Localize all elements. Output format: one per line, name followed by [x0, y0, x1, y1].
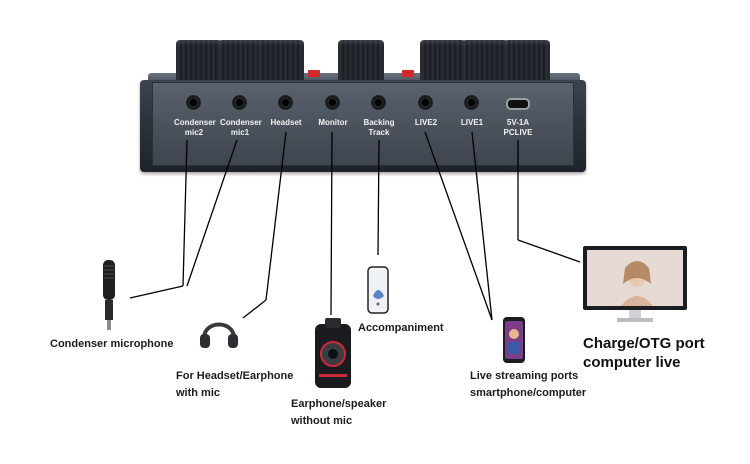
port-label-monitor: Monitor — [318, 118, 348, 127]
usb-port[interactable] — [508, 100, 528, 108]
line-headset-tail — [242, 299, 267, 319]
jack-condenser-mic1[interactable] — [233, 96, 246, 109]
line-usb-right — [517, 239, 581, 263]
red-button-left[interactable] — [308, 70, 320, 77]
port-label-headset: Headset — [270, 118, 302, 127]
label-accompaniment: Accompaniment — [358, 322, 444, 334]
knob-3[interactable] — [258, 40, 304, 80]
label-live-streaming: Live streaming ports smartphone/computer — [470, 370, 587, 399]
line-headset-down — [265, 131, 287, 301]
jack-monitor[interactable] — [326, 96, 339, 109]
port-panel — [152, 82, 574, 166]
knob-5[interactable] — [420, 40, 466, 80]
line-live2 — [424, 131, 493, 321]
headset-icon — [200, 322, 238, 348]
computer-monitor-icon — [583, 246, 687, 322]
jack-condenser-mic2[interactable] — [187, 96, 200, 109]
smartphone-icon — [367, 266, 389, 314]
condenser-microphone-icon — [103, 260, 115, 330]
line-mic-join — [129, 285, 184, 299]
line-monitor — [330, 131, 333, 316]
red-button-right[interactable] — [402, 70, 414, 77]
jack-headset[interactable] — [279, 96, 292, 109]
line-live1 — [471, 131, 493, 321]
knob-6[interactable] — [462, 40, 508, 80]
knob-7[interactable] — [504, 40, 550, 80]
live-phone-icon — [503, 317, 525, 363]
knob-2[interactable] — [218, 40, 264, 80]
knob-4[interactable] — [338, 40, 384, 80]
knob-1[interactable] — [176, 40, 222, 80]
label-charge-otg: Charge/OTG port computer live — [583, 335, 705, 371]
jack-live1[interactable] — [465, 96, 478, 109]
label-condenser-microphone: Condenser microphone — [50, 338, 174, 350]
jack-live2[interactable] — [419, 96, 432, 109]
line-backing — [377, 139, 380, 256]
port-label-live1: LIVE1 — [460, 118, 484, 127]
jack-backing-track[interactable] — [372, 96, 385, 109]
label-headset: For Headset/Earphone with mic — [176, 370, 294, 399]
label-speaker: Earphone/speaker without mic — [291, 398, 387, 427]
speaker-icon — [315, 318, 351, 388]
port-label-live2: LIVE2 — [414, 118, 438, 127]
line-mic2 — [182, 139, 188, 287]
line-mic1 — [186, 139, 238, 287]
